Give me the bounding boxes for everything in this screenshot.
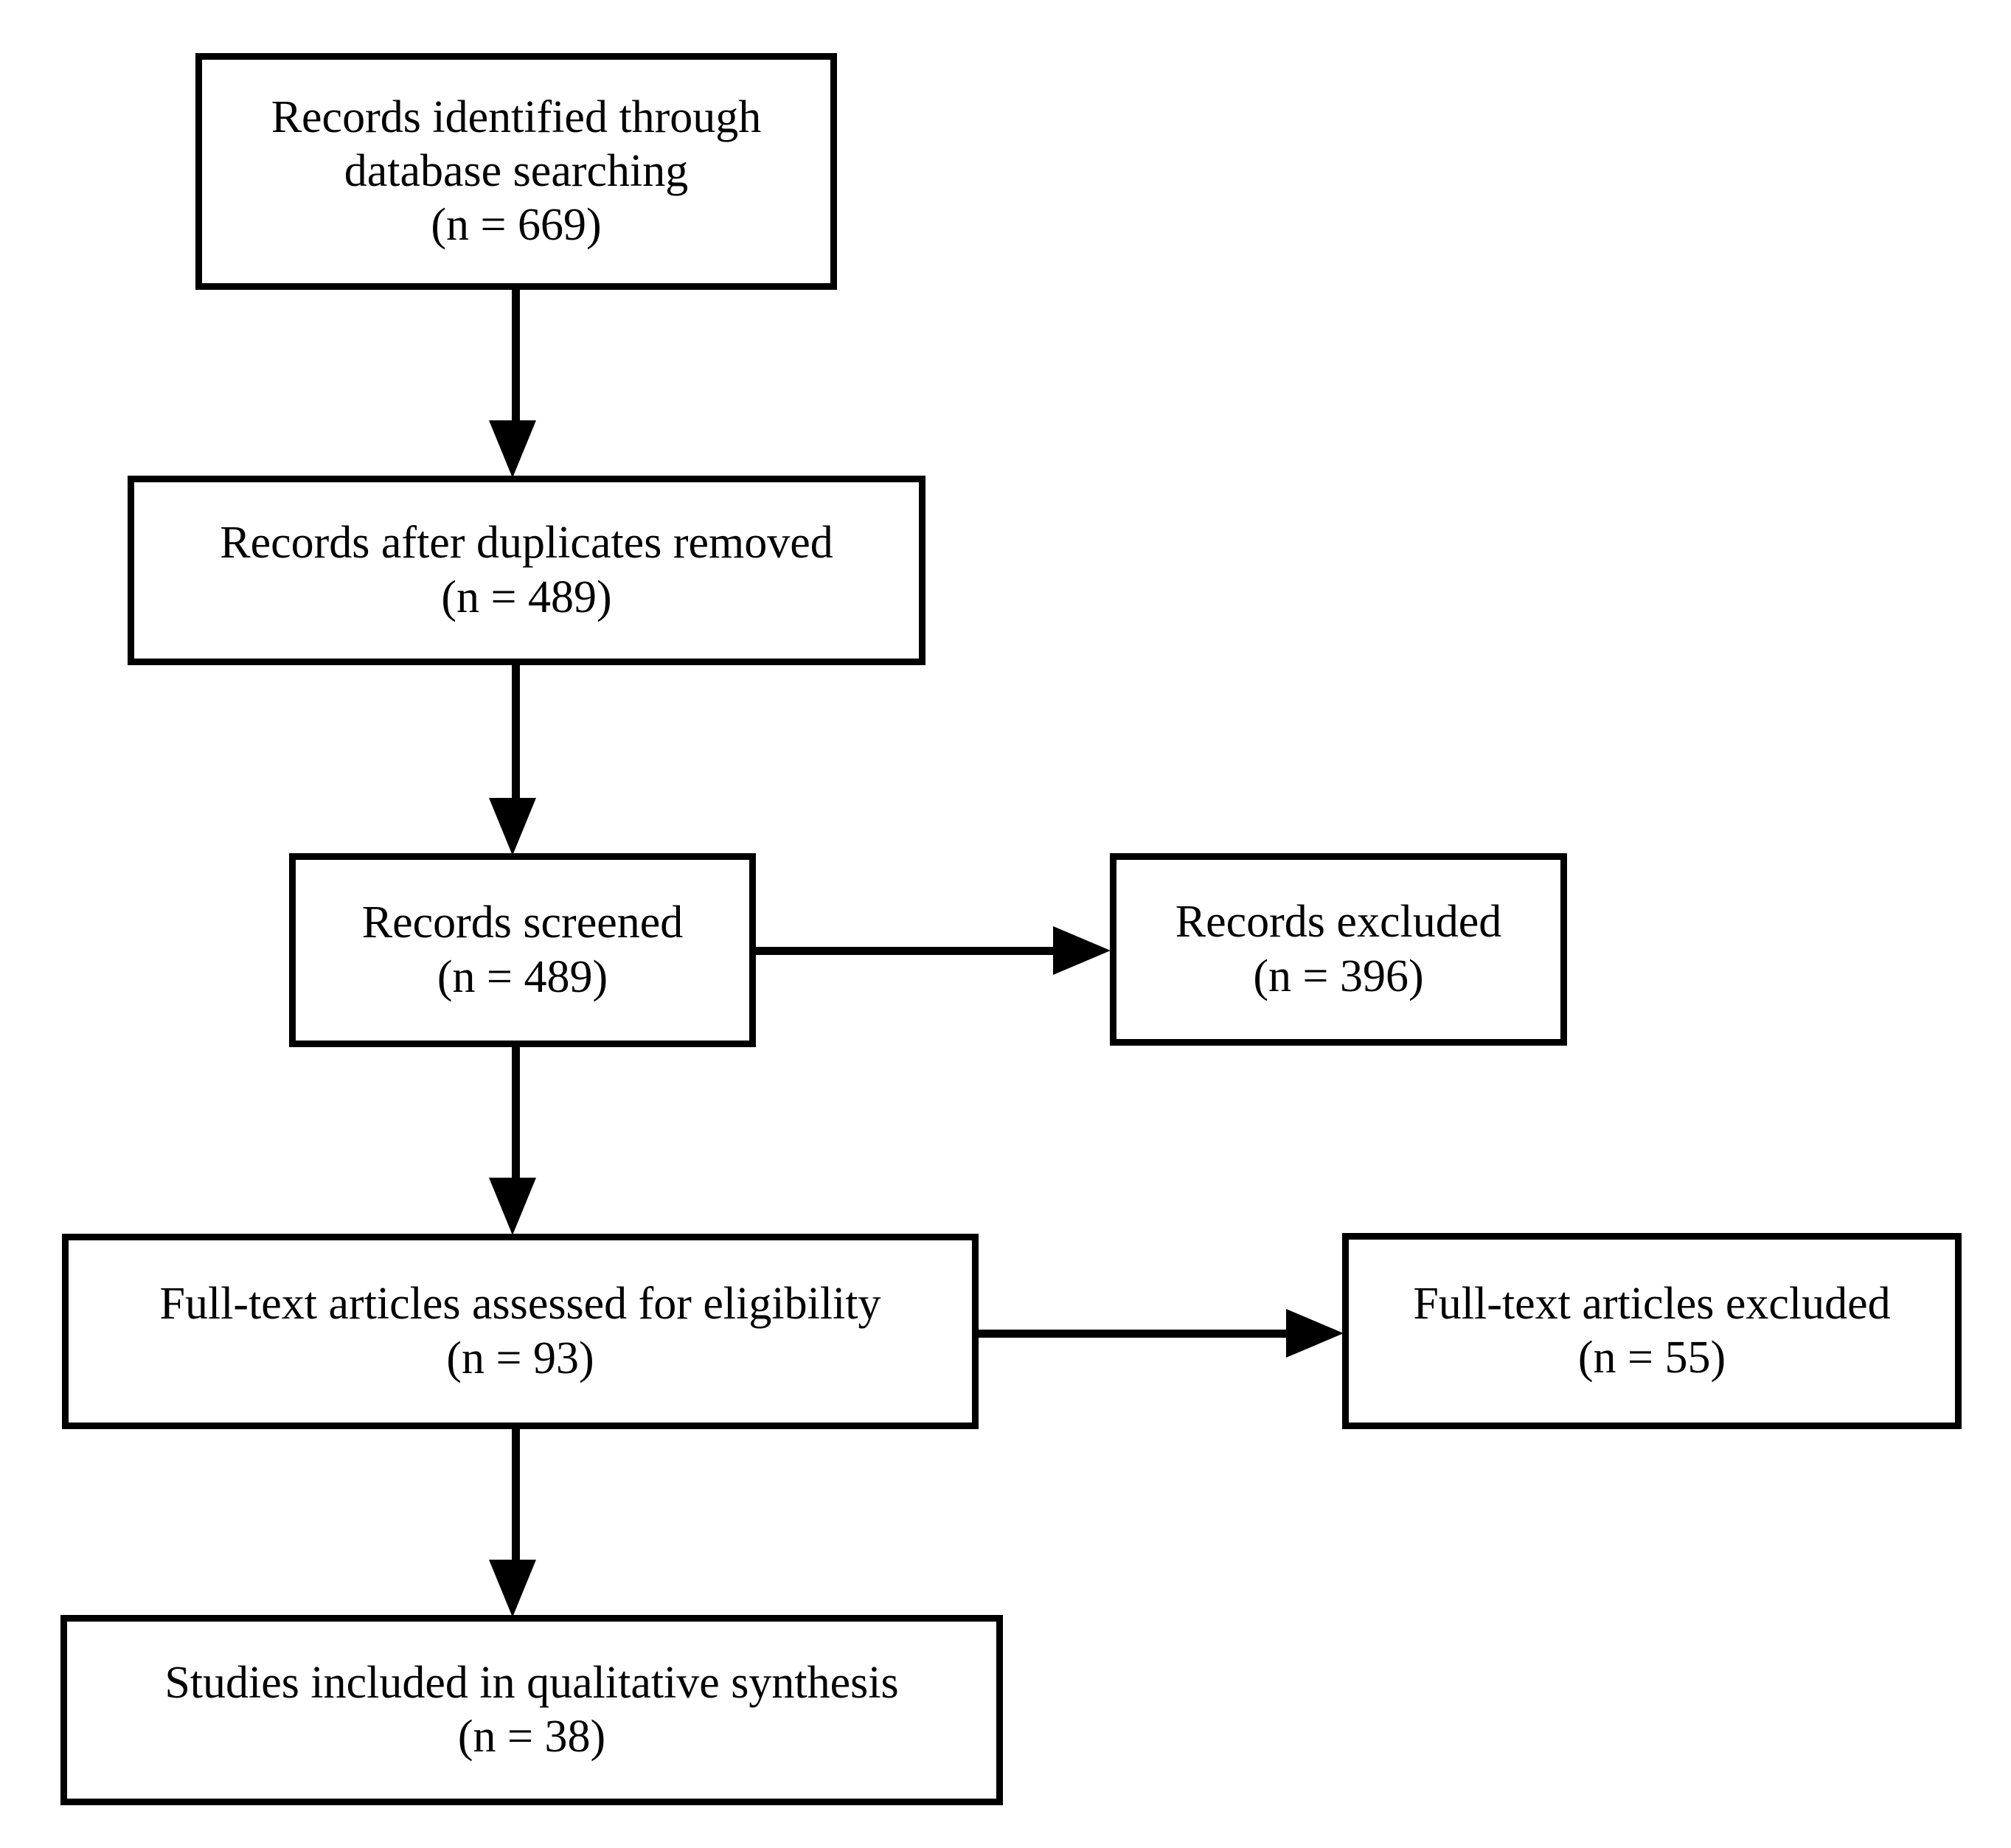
arrow-down-icon bbox=[489, 798, 536, 855]
node-fulltext-articles-assessed-line1: Full-text articles assessed for eligibil… bbox=[159, 1279, 881, 1330]
arrow-right-icon bbox=[1053, 926, 1111, 975]
node-studies-included-count: (n = 38) bbox=[457, 1712, 606, 1762]
node-records-excluded-line1: Records excluded bbox=[1175, 897, 1502, 948]
node-records-identified-count: (n = 669) bbox=[431, 200, 602, 251]
node-studies-included: Studies included in qualitative synthesi… bbox=[60, 1615, 1003, 1805]
edge-fulltext-to-fulltext-excluded-line bbox=[979, 1330, 1288, 1338]
node-records-after-duplicates-removed: Records after duplicates removed (n = 48… bbox=[128, 476, 925, 665]
edge-duplicates-to-screened-line bbox=[512, 665, 520, 805]
node-records-identified-line2: database searching bbox=[344, 145, 689, 196]
node-records-after-duplicates-removed-count: (n = 489) bbox=[441, 572, 612, 622]
node-records-excluded-count: (n = 396) bbox=[1253, 951, 1424, 1001]
node-studies-included-line1: Studies included in qualitative synthesi… bbox=[164, 1657, 899, 1708]
arrow-down-icon bbox=[489, 420, 536, 478]
edge-identified-to-duplicates-line bbox=[512, 290, 520, 437]
node-records-screened: Records screened (n = 489) bbox=[289, 853, 756, 1047]
arrow-right-icon bbox=[1286, 1309, 1344, 1358]
edge-screened-to-records-excluded-line bbox=[756, 947, 1058, 955]
node-records-identified: Records identified through database sear… bbox=[195, 53, 837, 290]
node-records-identified-line1: Records identified through bbox=[271, 91, 762, 142]
node-records-after-duplicates-removed-line1: Records after duplicates removed bbox=[220, 518, 833, 569]
node-fulltext-articles-assessed: Full-text articles assessed for eligibil… bbox=[62, 1234, 979, 1429]
node-records-screened-count: (n = 489) bbox=[437, 951, 608, 1002]
edge-screened-to-fulltext-line bbox=[512, 1047, 520, 1187]
node-fulltext-articles-excluded-line1: Full-text articles excluded bbox=[1413, 1278, 1891, 1329]
node-fulltext-articles-assessed-count: (n = 93) bbox=[446, 1333, 594, 1383]
node-records-screened-line1: Records screened bbox=[361, 897, 684, 948]
node-records-excluded: Records excluded (n = 396) bbox=[1110, 853, 1567, 1046]
node-fulltext-articles-excluded-count: (n = 55) bbox=[1577, 1333, 1726, 1383]
arrow-down-icon bbox=[489, 1178, 536, 1235]
arrow-down-icon bbox=[489, 1560, 536, 1617]
edge-fulltext-to-included-line bbox=[512, 1429, 520, 1569]
node-fulltext-articles-excluded: Full-text articles excluded (n = 55) bbox=[1342, 1233, 1962, 1429]
